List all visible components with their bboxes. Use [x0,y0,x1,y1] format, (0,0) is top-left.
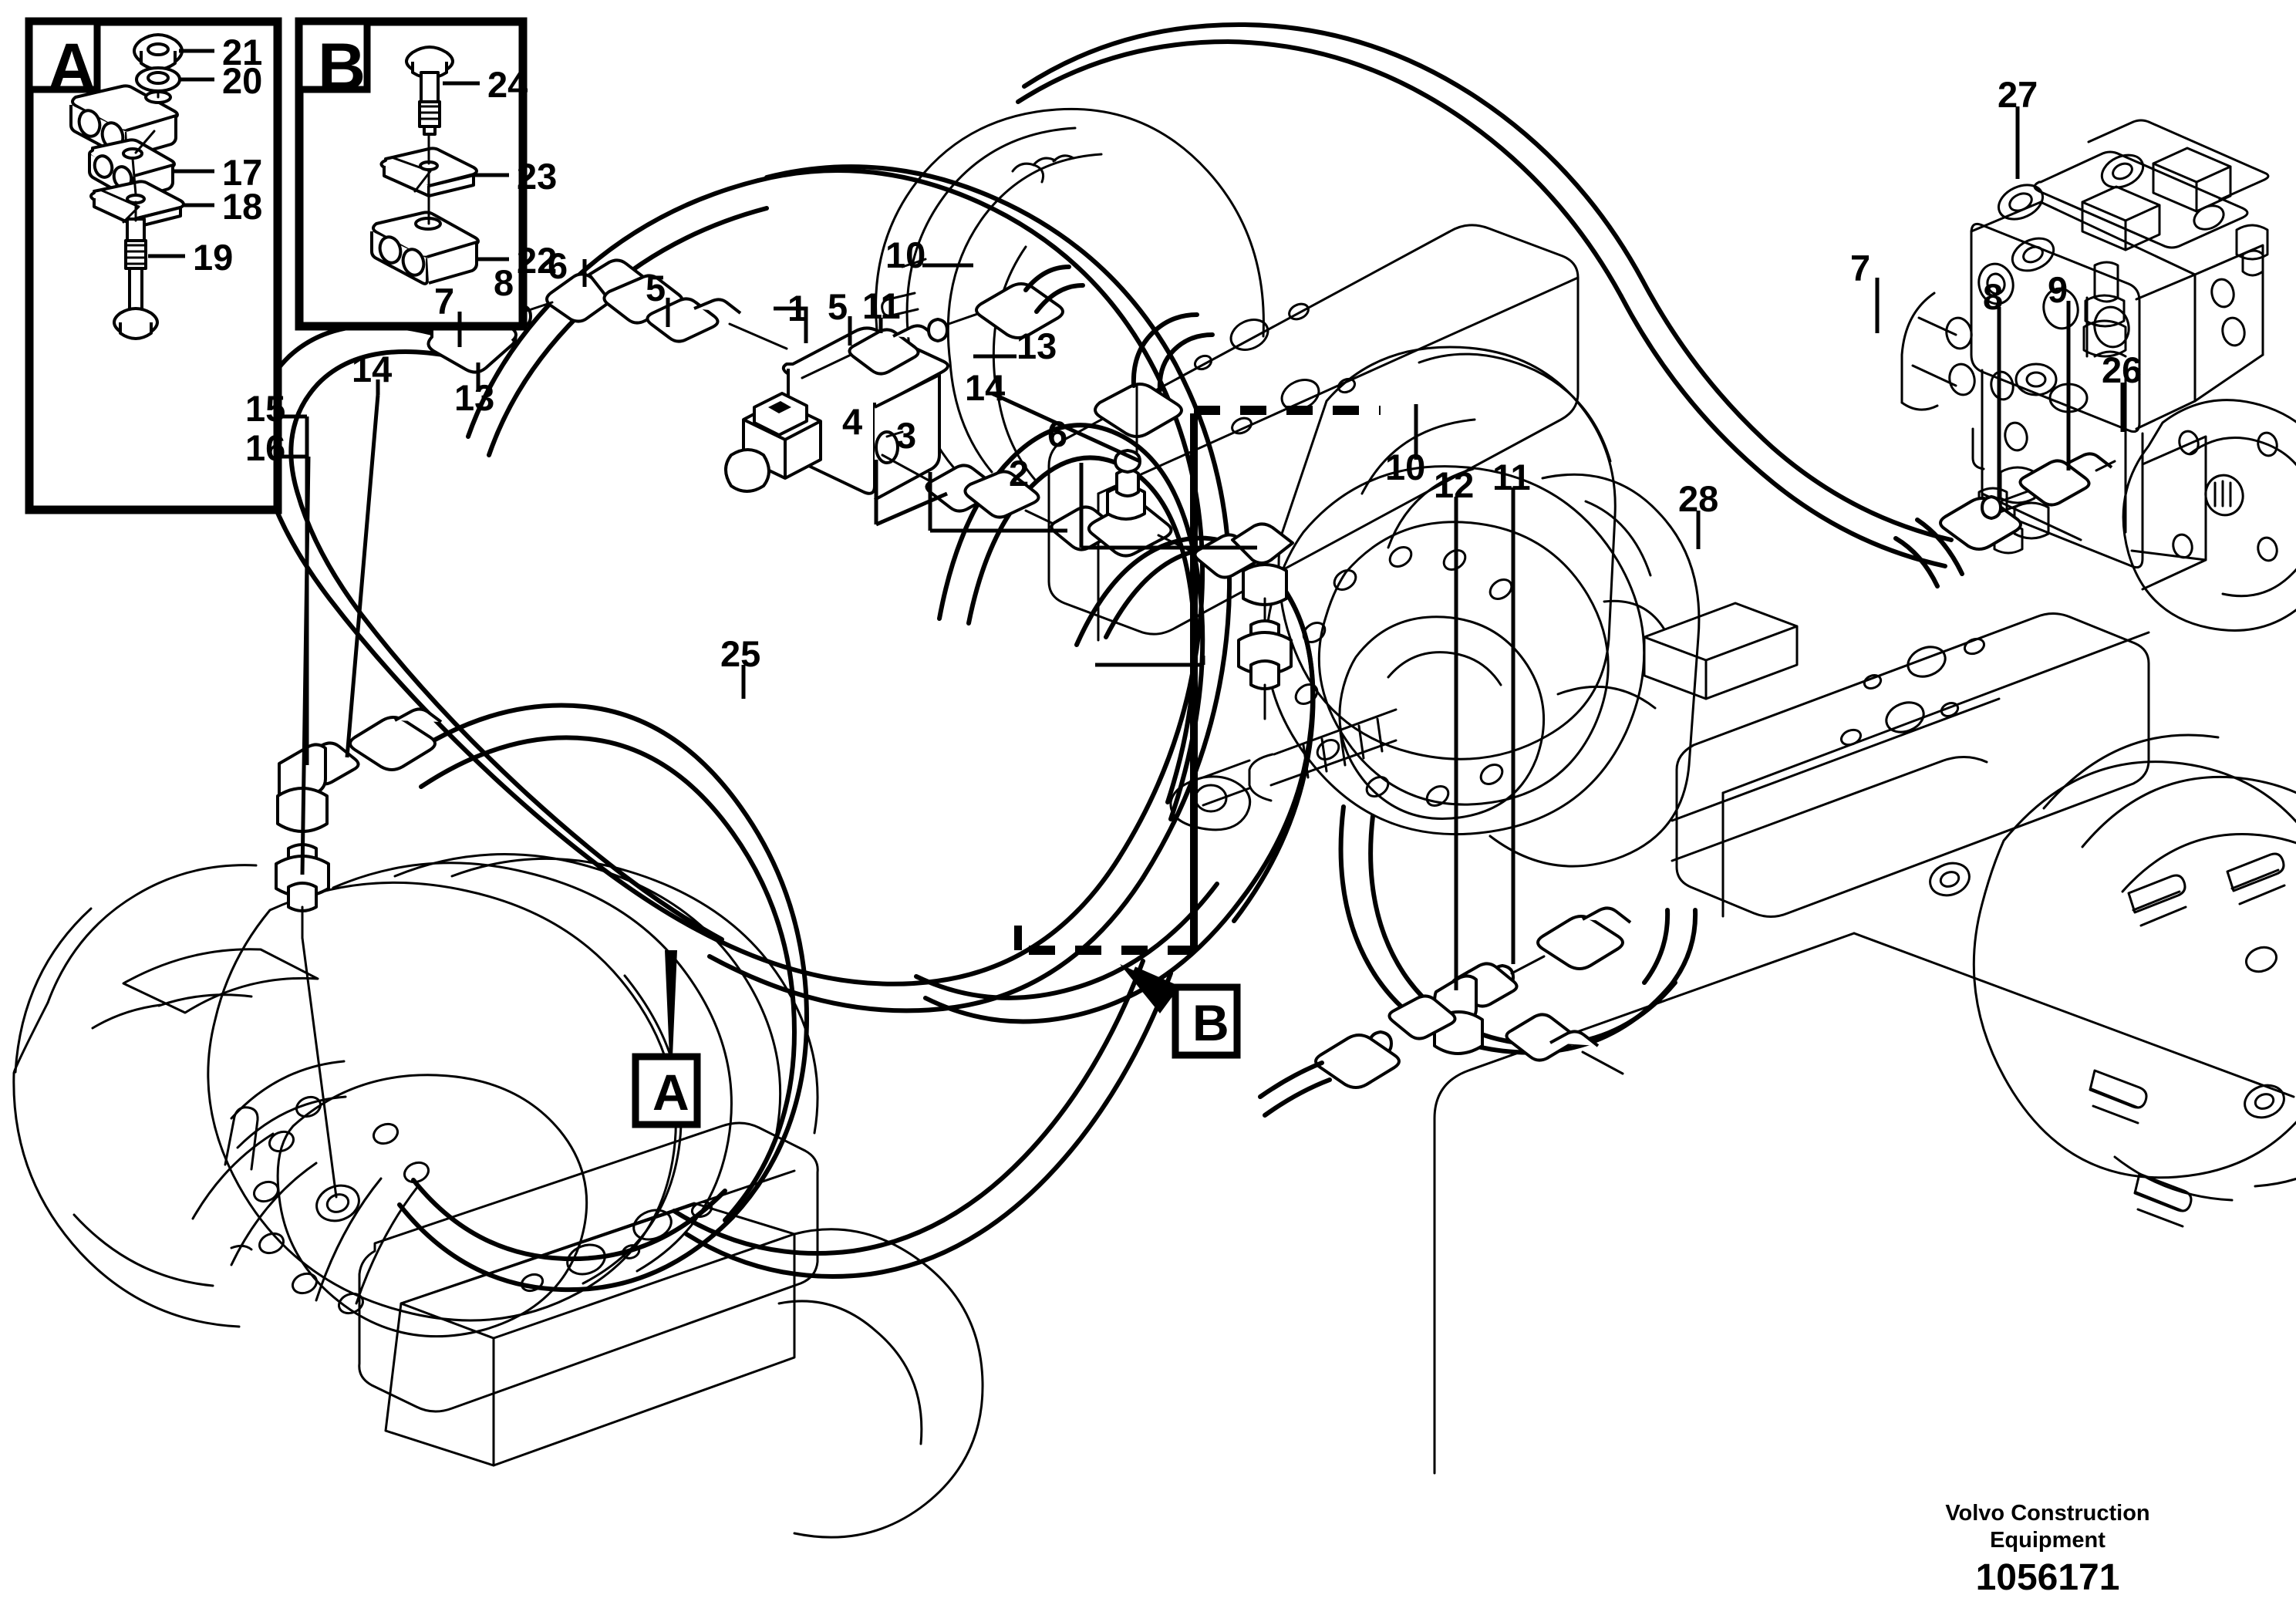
leader-4 [874,460,948,527]
hose-13-left [397,703,809,1293]
fitting-cluster-valve-right [1893,452,2116,588]
splined-shaft [1302,717,1384,779]
detail-a-callout-18: 18 [222,186,263,227]
detail-a-callout-17: 17 [222,152,263,193]
callout-11: 11 [862,285,901,326]
front-axle-assembly [12,853,984,1539]
detail-b-part-23-plate [379,147,509,197]
control-valve-assembly [1900,119,2296,632]
part-number: 1056171 [1975,1557,2120,1598]
detail-a-part-19-bolt [113,218,185,340]
callout-6b: 6 [1047,413,1068,454]
brand-line-1: Volvo Construction [1945,1501,2150,1526]
callout-3: 3 [896,415,917,456]
callout-27: 27 [1998,74,2038,115]
section-b-boundary [1014,406,1381,955]
leader-3-stub [928,472,1067,533]
callout-7: 7 [434,281,455,322]
leader-2 [1095,656,1205,667]
callout-11b: 11 [1492,457,1531,497]
hose-7-right [1016,22,1954,568]
hose-7-left [255,164,1232,1013]
rear-hub-studs [2089,852,2286,1228]
fitting-cluster-left [426,258,788,374]
detail-a-letter: A [48,30,96,104]
detail-a-part-21-nut [133,33,214,71]
detail-a-part-20-washer [135,66,214,93]
brand-line-2: Equipment [1990,1528,2106,1553]
callout-6: 6 [548,245,568,286]
frame-edge [1433,932,2295,1475]
section-tag-b-letter: B [1192,994,1229,1051]
detail-b-callout-22: 22 [517,240,558,281]
detail-b-callout-24: 24 [487,64,528,105]
callout-15: 15 [245,388,286,429]
leader-6b [1079,463,1257,550]
footer: Volvo Construction Equipment 1056171 [1847,1500,2248,1599]
detail-a-callout-21: 21 [222,32,263,73]
fitting-cluster-bottom [881,312,1294,720]
leader-14b-stub [345,379,380,758]
callout-16: 16 [245,427,286,468]
callout-13: 13 [1017,325,1057,366]
leader-15 [275,414,309,765]
detail-a-centerline-2 [134,130,156,154]
callout-25: 25 [720,633,761,674]
callout-10b: 10 [1385,447,1426,487]
section-b-arrow [1120,964,1177,1013]
section-a-arrow [665,950,677,1057]
front-axle-flange-bolts [252,1095,430,1315]
leader-16 [275,454,311,875]
callout-4: 4 [842,401,863,442]
callout-10: 10 [885,234,926,275]
fitting-cluster-tee-12 [1258,906,1632,1118]
callout-7b: 7 [1850,248,1871,288]
hose-10-upper [672,423,1205,1280]
detail-a-part-17-clamp-half [88,138,214,201]
valve-block-1 [724,326,949,501]
callout-14b: 14 [352,349,393,389]
differential-flange-bolts [1265,465,1646,836]
callout-12: 12 [1434,464,1475,505]
detail-b-callout-23: 23 [517,156,558,197]
callout-9: 9 [2048,269,2068,310]
callout-26: 26 [2102,349,2143,390]
fitting-cluster-front-axle [275,707,443,1199]
hose-10-right [1338,804,1698,1055]
rear-axle-assembly [875,107,2296,1228]
callout-5b: 5 [828,286,848,327]
detail-b-part-22-clamp-block [370,211,509,285]
detail-a-callout-19: 19 [193,237,234,278]
pump-shaft-splines [2213,480,2232,508]
callout-28: 28 [1678,478,1719,519]
section-tag-a-letter: A [652,1064,689,1121]
detail-b-letter: B [318,30,366,104]
callout-8b: 8 [1983,276,2004,317]
hose-13-right [914,535,1316,1024]
callout-8: 8 [494,262,514,303]
callout-5: 5 [646,268,666,309]
callout-2: 2 [1009,453,1030,494]
detail-a-centerline-3 [131,157,137,196]
callout-1: 1 [787,288,808,329]
detail-a-callout-20: 20 [222,60,263,101]
callout-14: 14 [965,367,1006,408]
callout-13b: 13 [454,377,495,418]
detail-a-part-18-plate [89,180,214,228]
